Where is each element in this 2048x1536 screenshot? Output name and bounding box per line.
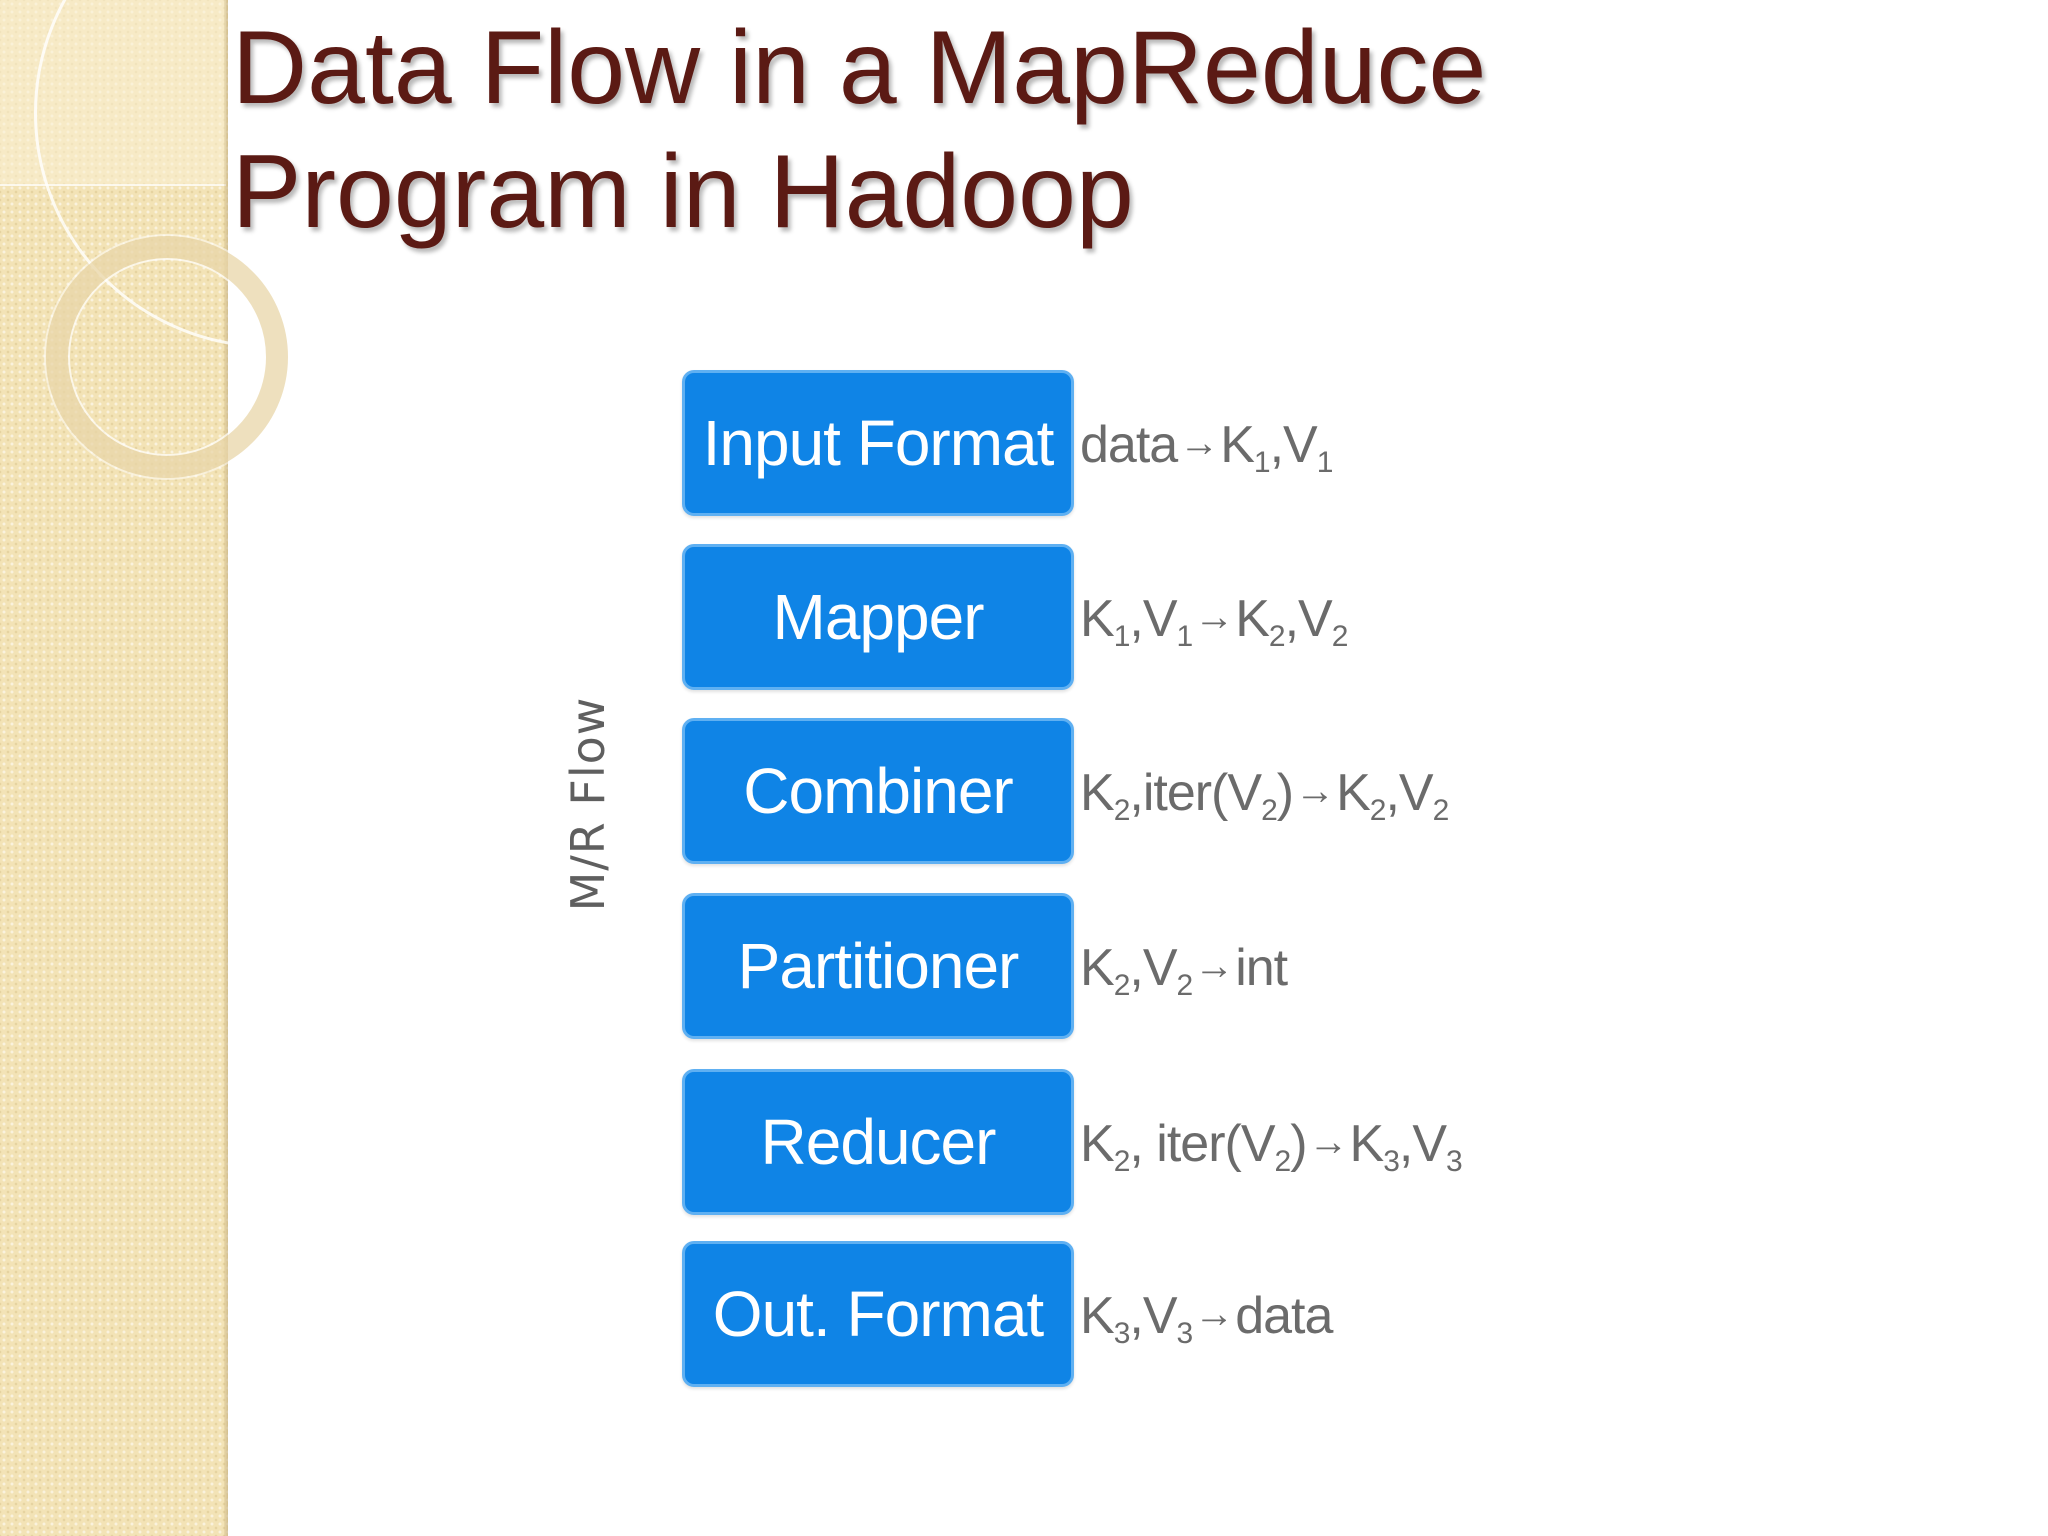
signature-text: K bbox=[1080, 1115, 1115, 1173]
arrow-right-icon: → bbox=[1194, 944, 1234, 988]
signature-text: ,V bbox=[1129, 939, 1177, 997]
signature-text: K bbox=[1080, 764, 1115, 822]
stage-reducer: Reducer bbox=[682, 1069, 1074, 1215]
signature-subscript: 2 bbox=[1176, 969, 1194, 1002]
signature-text: K bbox=[1080, 590, 1115, 648]
signature-subscript: 3 bbox=[1113, 1317, 1131, 1350]
signature-text: ,V bbox=[1398, 1115, 1447, 1173]
signature-text: ) bbox=[1290, 1115, 1307, 1173]
signature-subscript: 2 bbox=[1331, 620, 1349, 653]
signature-subscript: 2 bbox=[1268, 620, 1286, 653]
slide-title-line-1: Data Flow in a MapReduce bbox=[232, 10, 1487, 126]
stage-out-format: Out. Format bbox=[682, 1241, 1074, 1387]
signature-subscript: 2 bbox=[1113, 794, 1131, 827]
signature-text: ,V bbox=[1129, 590, 1177, 648]
slide-title: Data Flow in a MapReduce Program in Hado… bbox=[232, 6, 2012, 254]
stage-row-reducer: Reducer K2, iter(V2)→K3,V3 bbox=[682, 1069, 1582, 1217]
signature-subscript: 3 bbox=[1383, 1145, 1400, 1178]
signature-subscript: 2 bbox=[1369, 794, 1387, 827]
stage-row-combiner: Combiner K2,iter(V2)→K2,V2 bbox=[682, 718, 1582, 866]
stage-signature: data→K1,V1 bbox=[1080, 408, 1334, 480]
signature-text: int bbox=[1235, 939, 1288, 997]
signature-text: ) bbox=[1276, 764, 1294, 822]
stage-signature: K1,V1→K2,V2 bbox=[1080, 582, 1349, 654]
signature-text: data bbox=[1235, 1287, 1333, 1345]
decorative-corner-square bbox=[0, 0, 226, 186]
signature-subscript: 2 bbox=[1113, 969, 1131, 1002]
signature-text: ,V bbox=[1269, 416, 1318, 474]
flow-axis-label: M/R Flow bbox=[561, 696, 615, 912]
stage-row-mapper: Mapper K1,V1→K2,V2 bbox=[682, 544, 1582, 692]
stage-signature: K2,V2→int bbox=[1080, 931, 1288, 1003]
signature-text: K bbox=[1220, 416, 1255, 474]
signature-subscript: 1 bbox=[1113, 620, 1131, 653]
stage-signature: K2, iter(V2)→K3,V3 bbox=[1080, 1107, 1463, 1179]
stage-mapper: Mapper bbox=[682, 544, 1074, 690]
stage-row-partitioner: Partitioner K2,V2→int bbox=[682, 893, 1582, 1041]
signature-text: K bbox=[1080, 939, 1115, 997]
signature-text: K bbox=[1235, 590, 1270, 648]
arrow-right-icon: → bbox=[1194, 1292, 1234, 1336]
stage-combiner: Combiner bbox=[682, 718, 1074, 864]
signature-subscript: 1 bbox=[1176, 620, 1194, 653]
signature-subscript: 3 bbox=[1176, 1317, 1194, 1350]
signature-text: , iter(V bbox=[1129, 1115, 1275, 1173]
stage-row-out-format: Out. Format K3,V3→data bbox=[682, 1241, 1582, 1389]
signature-subscript: 1 bbox=[1316, 446, 1334, 479]
arrow-right-icon: → bbox=[1179, 421, 1219, 465]
stage-signature: K2,iter(V2)→K2,V2 bbox=[1080, 756, 1450, 828]
signature-subscript: 1 bbox=[1253, 446, 1271, 479]
arrow-right-icon: → bbox=[1308, 1120, 1349, 1164]
signature-text: ,V bbox=[1284, 590, 1333, 648]
signature-subscript: 2 bbox=[1113, 1145, 1131, 1178]
slide-title-line-2: Program in Hadoop bbox=[232, 134, 1134, 250]
signature-text: K bbox=[1080, 1287, 1115, 1345]
signature-subscript: 2 bbox=[1432, 794, 1450, 827]
signature-subscript: 2 bbox=[1274, 1145, 1292, 1178]
signature-text: ,iter(V bbox=[1129, 764, 1262, 822]
signature-text: data bbox=[1080, 416, 1178, 474]
signature-subscript: 2 bbox=[1261, 794, 1278, 827]
decorative-side-panel bbox=[0, 0, 228, 1536]
signature-text: ,V bbox=[1385, 764, 1433, 822]
signature-text: K bbox=[1336, 764, 1371, 822]
arrow-right-icon: → bbox=[1194, 595, 1234, 639]
arrow-right-icon: → bbox=[1295, 769, 1335, 813]
stage-signature: K3,V3→data bbox=[1080, 1279, 1333, 1351]
signature-text: K bbox=[1349, 1115, 1385, 1173]
stage-partitioner: Partitioner bbox=[682, 893, 1074, 1039]
stage-input-format: Input Format bbox=[682, 370, 1074, 516]
stage-row-input-format: Input Format data→K1,V1 bbox=[682, 370, 1582, 518]
signature-subscript: 3 bbox=[1446, 1145, 1463, 1178]
signature-text: ,V bbox=[1129, 1287, 1177, 1345]
